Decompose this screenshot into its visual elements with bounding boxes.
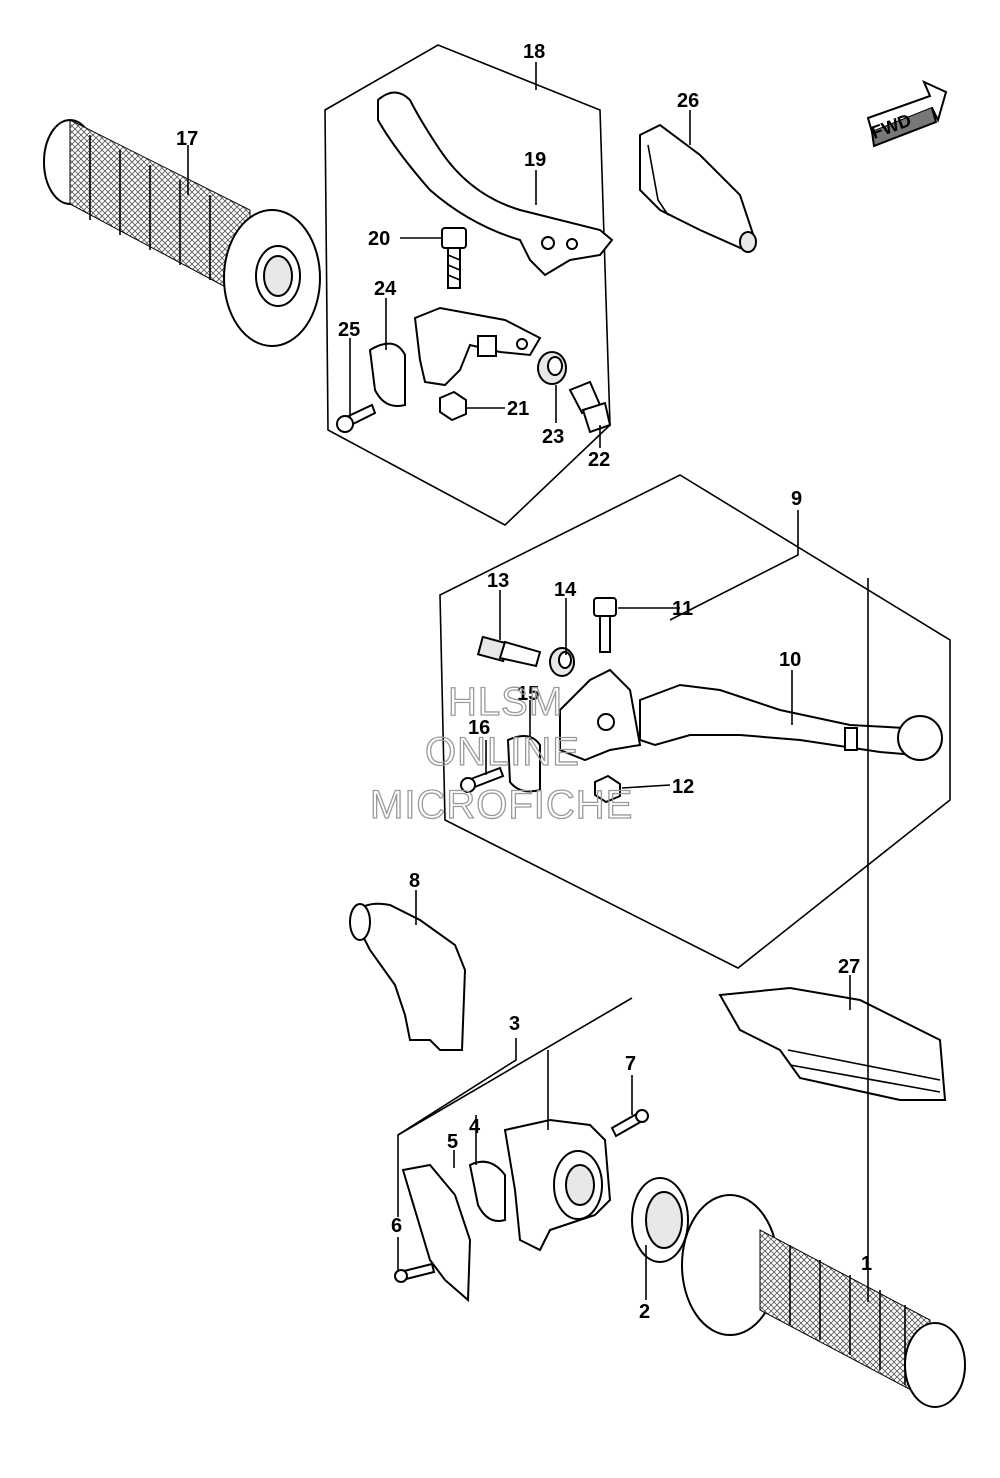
- adjuster-part-13: [476, 635, 542, 668]
- callout-6: 6: [391, 1215, 402, 1237]
- callout-27: 27: [838, 956, 860, 978]
- callout-3: 3: [509, 1013, 520, 1035]
- watermark-line-1: HLSM: [448, 680, 563, 724]
- screw-part-6: [394, 1262, 436, 1283]
- adjuster-part-22: [568, 380, 612, 434]
- callout-4: 4: [469, 1116, 481, 1138]
- callout-13: 13: [487, 570, 509, 592]
- cover-part-8: [349, 902, 467, 1051]
- group-box-3: [397, 997, 633, 1136]
- lever-cover-part-26: [639, 123, 757, 253]
- callout-9: 9: [791, 488, 802, 510]
- lever-part-19: [377, 91, 614, 277]
- callout-23: 23: [542, 426, 564, 448]
- group-box-9: [439, 474, 951, 969]
- clamp-part-15: [506, 735, 541, 793]
- grip-left-part-17: [43, 119, 321, 347]
- fwd-arrow-icon: FWD: [866, 80, 948, 148]
- screw-part-7: [610, 1109, 649, 1138]
- callout-18: 18: [523, 41, 545, 63]
- callout-10: 10: [779, 649, 801, 671]
- ring-part-2: [631, 1177, 689, 1263]
- bolt-part-11: [593, 597, 617, 653]
- ring-part-14: [549, 647, 575, 677]
- callout-2: 2: [639, 1301, 650, 1323]
- callout-21: 21: [507, 398, 529, 420]
- callout-12: 12: [672, 776, 694, 798]
- nut-part-12: [594, 774, 621, 804]
- bolt-part-20: [441, 227, 467, 289]
- callout-25: 25: [338, 319, 360, 341]
- callout-22: 22: [588, 449, 610, 471]
- bolt-part-16: [460, 766, 505, 793]
- lever-part-10: [559, 668, 943, 762]
- grip-right-part-1: [681, 1194, 966, 1408]
- callout-14: 14: [554, 579, 577, 601]
- group-box-18: [324, 44, 611, 526]
- callout-15: 15: [517, 683, 539, 705]
- callout-24: 24: [374, 278, 397, 300]
- watermark: HLSM ONLINE MICROFICHE: [369, 679, 633, 827]
- nut-part-21: [439, 390, 467, 422]
- clamp-part-25: [336, 342, 406, 433]
- watermark-line-2: ONLINE: [425, 730, 580, 774]
- ring-part-23: [537, 351, 567, 385]
- callout-26: 26: [677, 90, 699, 112]
- callout-17: 17: [176, 128, 198, 150]
- throttle-housing-part-3: [503, 1118, 612, 1252]
- callout-1: 1: [861, 1253, 872, 1275]
- callout-8: 8: [409, 870, 420, 892]
- cover-plate-part-5: [401, 1163, 472, 1303]
- callout-7: 7: [625, 1053, 636, 1075]
- callout-11: 11: [672, 598, 693, 620]
- watermark-line-3: MICROFICHE: [370, 783, 633, 827]
- callout-19: 19: [524, 149, 546, 171]
- callout-labels: 1 2 3 4 5 6 7 8 9 10 11 12 13 14 15 16 1…: [176, 41, 872, 1323]
- part-4: [468, 1160, 506, 1222]
- holder-part-24: [413, 306, 542, 387]
- cover-part-27: [718, 986, 947, 1101]
- callout-16: 16: [468, 717, 490, 739]
- leader-lines: [187, 62, 869, 1302]
- callout-20: 20: [368, 228, 390, 250]
- callout-5: 5: [447, 1131, 458, 1153]
